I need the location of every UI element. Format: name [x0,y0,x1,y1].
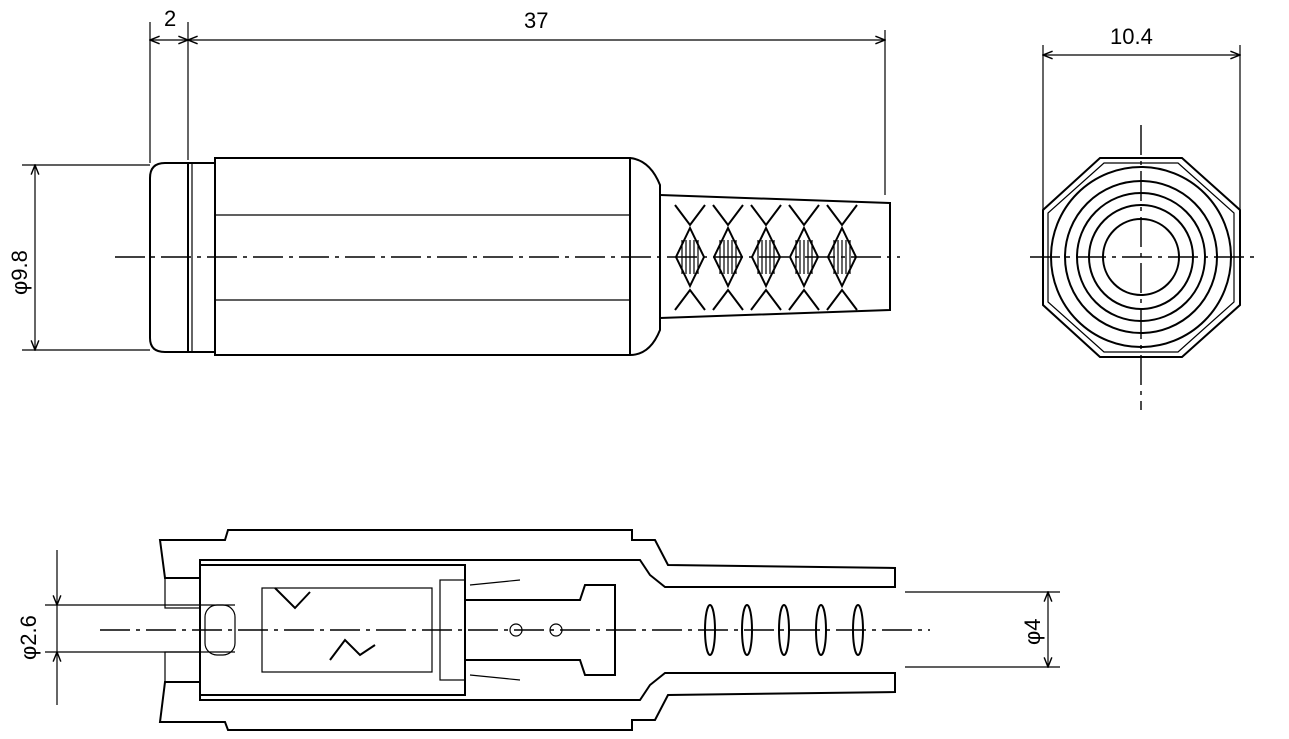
dimension-hex-width: 10.4 [1110,24,1153,49]
grip-slot [778,604,790,656]
dimension-body-diameter: φ9.8 [7,250,32,295]
dimension-overall-length: 37 [524,8,548,33]
hex-outline [1042,157,1241,358]
dimension-cable-diameter: φ4 [1020,618,1045,645]
side-view: 2 37 φ9.8 [7,6,900,356]
shell-top [158,529,896,588]
dimension-inner-diameter: φ2.6 [16,615,41,660]
section-view: φ2.6 φ4 [16,529,1060,731]
front-cap [149,162,215,353]
shell-bottom [158,672,896,731]
end-view: 10.4 [1030,24,1255,410]
dimension-cap-length: 2 [164,6,176,31]
